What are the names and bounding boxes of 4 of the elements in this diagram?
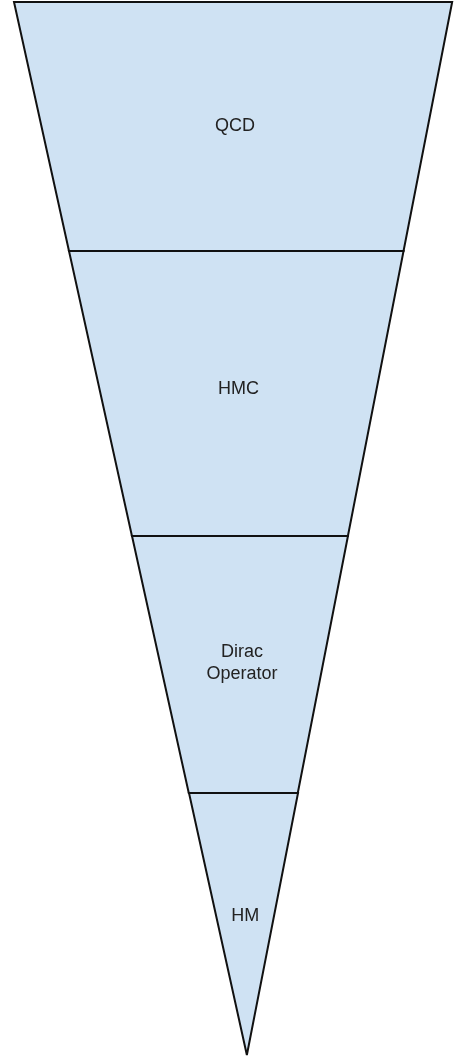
band-label: HM: [230, 904, 261, 926]
band-label: Dirac Operator: [205, 640, 279, 684]
band-label: QCD: [214, 114, 257, 136]
band-label: HMC: [216, 377, 260, 399]
